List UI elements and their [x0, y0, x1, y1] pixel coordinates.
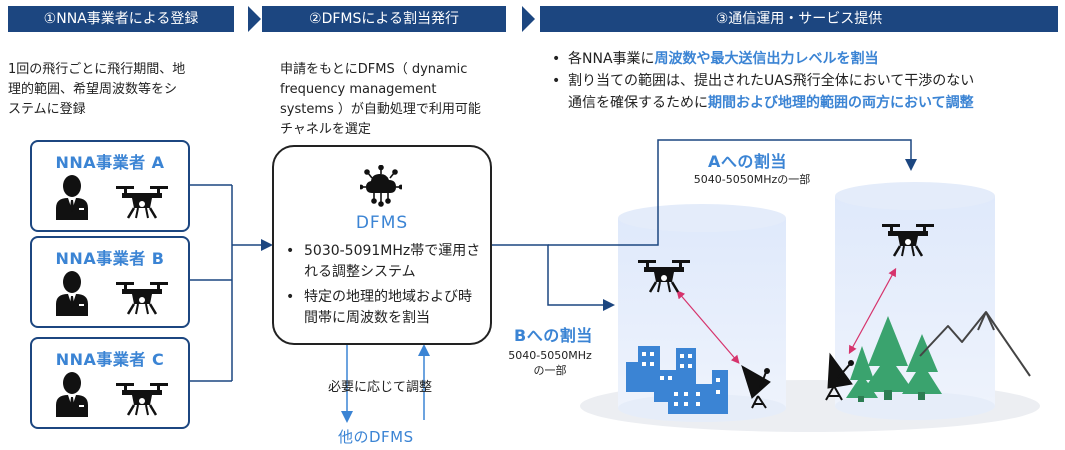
coordination-arrows [341, 344, 430, 423]
allocation-b-range: 5040-5050MHz の一部 [500, 348, 600, 378]
mountains-icon [919, 311, 1031, 377]
desc-line: 申請をもとにDFMS（ dynamic [280, 62, 468, 77]
step1-title: ①NNA事業者による登録 [43, 11, 199, 27]
operator-box-a: NNA事業者 A [30, 140, 190, 232]
bullet-text: 割り当ての範囲は、提出されたUAS飛行全体において干渉のない [568, 73, 975, 89]
antenna-dish-icon [825, 352, 854, 401]
operator-box-b: NNA事業者 B [30, 236, 190, 328]
step2-description: 申請をもとにDFMS（ dynamic frequency management… [280, 60, 520, 140]
service-bullets: 各NNA事業に周波数や最大送信出力レベルを割当 割り当ての範囲は、提出されたUA… [548, 48, 1058, 114]
person-icon [56, 175, 88, 220]
allocation-a-range: 5040-5050MHzの一部 [693, 173, 811, 186]
dfms-title: DFMS [355, 213, 409, 233]
dfms-point: 特定の地理的地域および時間帯に周波数を割当 [286, 287, 484, 329]
desc-line: systems ）が自動処理で利用可能 [280, 102, 481, 117]
desc-line: ステムに登録 [8, 102, 86, 117]
step2-banner: ②DFMSによる割当発行 [262, 6, 506, 32]
step3-title: ③通信運用・サービス提供 [715, 11, 883, 27]
drone-icon [116, 383, 168, 416]
drone-icon [116, 186, 168, 219]
operator-title: NNA事業者 B [55, 249, 165, 268]
desc-line: frequency management [280, 82, 437, 97]
service-bullet: 割り当ての範囲は、提出されたUAS飛行全体において干渉のない 通信を確保するため… [548, 70, 1058, 114]
step1-description: 1回の飛行ごとに飛行期間、地 理的範囲、希望周波数等をシ ステムに登録 [8, 60, 238, 120]
desc-line: チャネルを選定 [280, 122, 371, 137]
range-line: の一部 [533, 364, 567, 377]
antenna-dish-icon [741, 364, 771, 409]
buildings-icon [626, 346, 728, 414]
desc-line: 理的範囲、希望周波数等をシ [8, 82, 178, 97]
person-icon [56, 372, 88, 417]
bullet-text: 通信を確保するために [568, 95, 708, 111]
allocation-connectors [490, 139, 917, 311]
comm-links [676, 267, 897, 364]
cloud-network-icon [360, 165, 402, 207]
person-icon [56, 271, 88, 316]
dfms-point: 5030-5091MHz帯で運用される調整システム [286, 241, 484, 283]
drone-icon [638, 260, 690, 293]
step1-banner: ①NNA事業者による登録 [8, 6, 234, 32]
trees-icon [846, 316, 942, 402]
dfms-points: 5030-5091MHz帯で運用される調整システム 特定の地理的地域および時間帯… [286, 241, 484, 333]
bullet-highlight: 周波数や最大送信出力レベルを割当 [654, 51, 879, 67]
drone-icon [116, 282, 168, 315]
desc-line: 1回の飛行ごとに飛行期間、地 [8, 62, 186, 77]
step2-title: ②DFMSによる割当発行 [309, 11, 459, 27]
drone-icon [882, 224, 934, 257]
coordination-label: 必要に応じて調整 [328, 380, 433, 395]
allocation-a-title: Aへの割当 [708, 152, 787, 171]
step3-banner: ③通信運用・サービス提供 [540, 6, 1058, 32]
bullet-text: 各NNA事業に [568, 51, 655, 67]
chevron-icon [248, 6, 261, 32]
dfms-box: DFMS 5030-5091MHz帯で運用される調整システム 特定の地理的地域お… [272, 145, 492, 345]
service-bullet: 各NNA事業に周波数や最大送信出力レベルを割当 [548, 48, 1058, 70]
chevron-icon [522, 6, 535, 32]
operator-box-c: NNA事業者 C [30, 337, 190, 429]
other-dfms-label: 他のDFMS [338, 428, 414, 446]
operator-title: NNA事業者 C [55, 350, 165, 369]
operator-title: NNA事業者 A [55, 153, 165, 172]
operator-connectors [188, 184, 273, 382]
range-line: 5040-5050MHz [508, 349, 592, 362]
bullet-highlight: 期間および地理的範囲の両方において調整 [708, 95, 974, 111]
allocation-b-title: Bへの割当 [514, 326, 593, 345]
